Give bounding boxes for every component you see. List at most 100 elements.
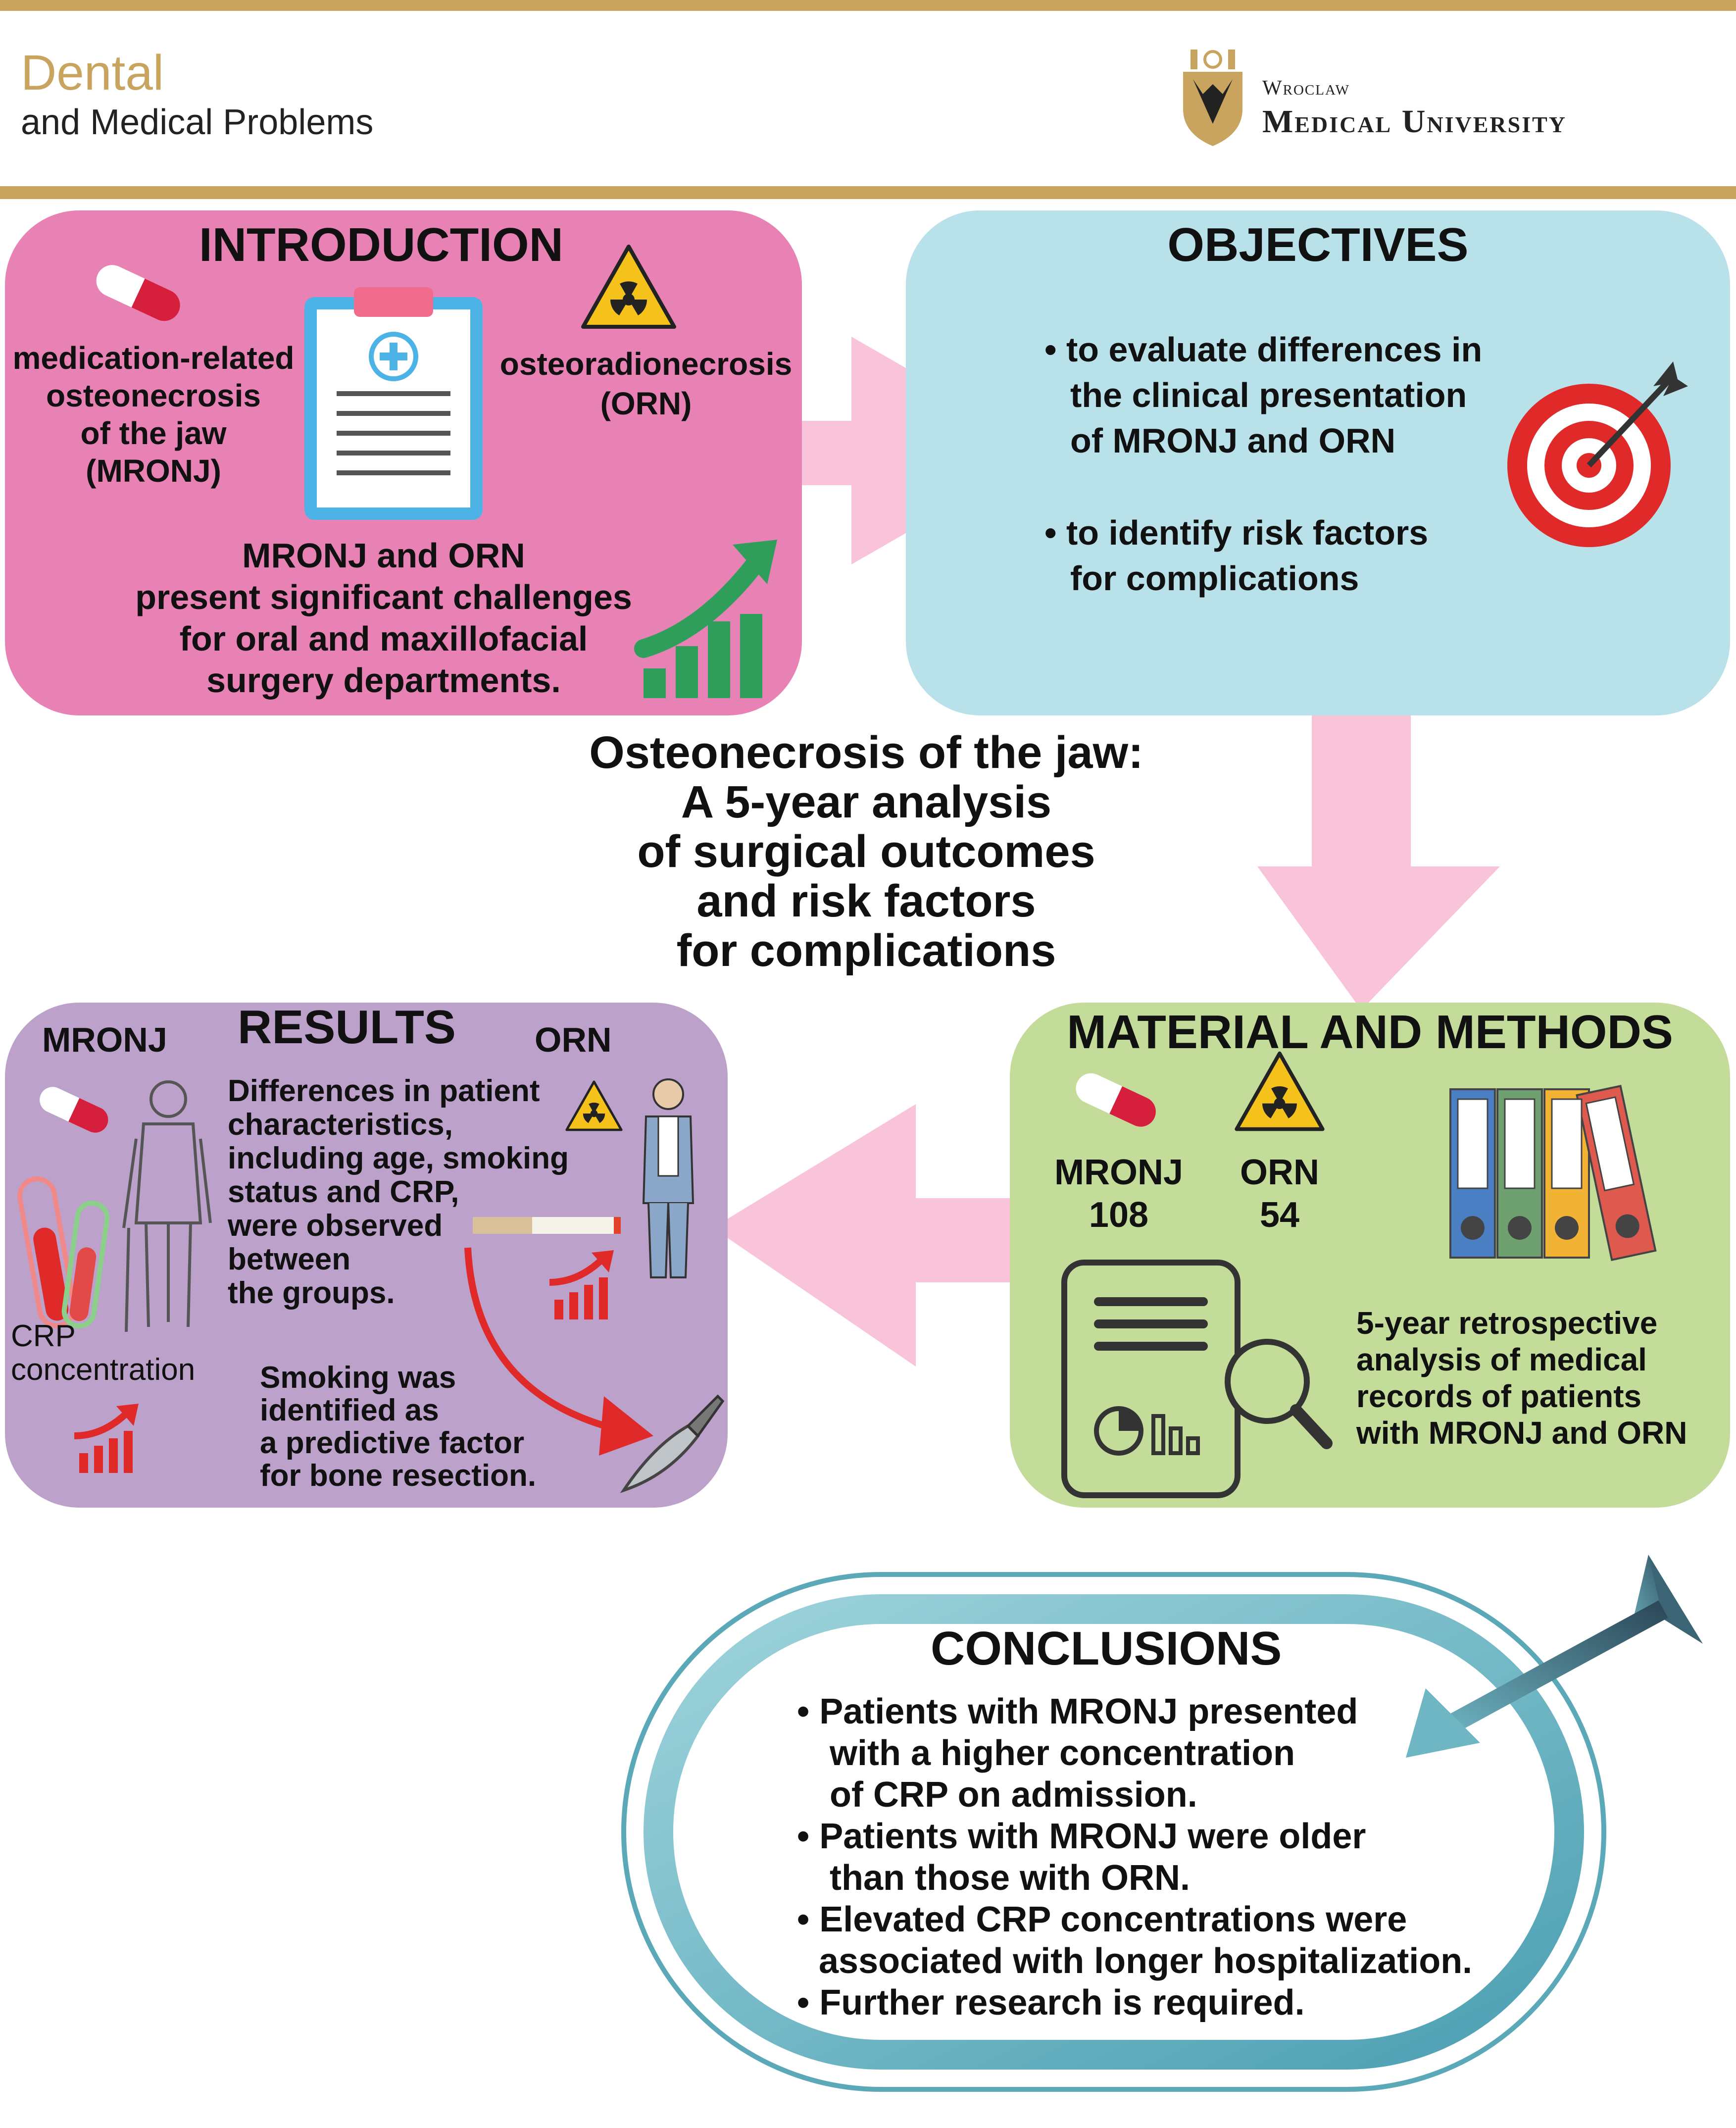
infographic-title: Osteonecrosis of the jaw: A 5-year analy… xyxy=(495,728,1238,975)
top-gold-rule xyxy=(0,0,1736,11)
methods-orn-count: 54 xyxy=(1259,1195,1300,1235)
smoking-line: Smoking was xyxy=(260,1361,456,1395)
objective-2: • to identify risk factors for complicat… xyxy=(1044,510,1428,601)
results-label-orn: ORN xyxy=(535,1020,612,1059)
differences-line: characteristics, xyxy=(228,1108,453,1142)
growth-chart-icon xyxy=(634,540,777,698)
red-curved-arrow-icon xyxy=(464,1247,653,1456)
mronj-definition-line: of the jaw xyxy=(80,415,227,451)
conclusions-list: • Patients with MRONJ presented with a h… xyxy=(797,1691,1472,2024)
radiation-warning-icon xyxy=(581,245,676,329)
objective-1-line: • to evaluate differences in xyxy=(1044,330,1483,369)
test-tubes-icon xyxy=(17,1176,110,1329)
differences-line: between xyxy=(228,1242,351,1276)
differences-line: Differences in patient xyxy=(228,1074,540,1108)
challenge-line: for oral and maxillofacial xyxy=(179,619,588,658)
conclusion-line: with a higher concentration xyxy=(830,1733,1295,1773)
title-line: of surgical outcomes xyxy=(637,826,1095,877)
objective-1: • to evaluate differences in the clinica… xyxy=(1044,327,1482,463)
objectives-heading: OBJECTIVES xyxy=(1167,218,1469,271)
arrow-to-objectives xyxy=(708,337,1049,564)
university-name: Wroclaw Medical University xyxy=(1262,74,1567,142)
arrow-to-results xyxy=(713,1104,1069,1367)
smoking-line: identified as xyxy=(260,1393,439,1427)
results-label-mronj: MRONJ xyxy=(42,1020,167,1059)
conclusion-line: • Further research is required. xyxy=(797,1983,1305,2023)
pill-capsule-icon xyxy=(40,1087,108,1133)
challenge-line: MRONJ and ORN xyxy=(242,536,525,575)
conclusion-ring xyxy=(621,1555,1703,2092)
analysis-line: 5-year retrospective xyxy=(1356,1305,1658,1341)
arrow-to-methods xyxy=(1257,663,1500,1010)
methods-orn-label: ORN xyxy=(1240,1153,1319,1192)
crp-label: CRP concentration xyxy=(11,1319,195,1387)
smoking-line: for bone resection. xyxy=(260,1459,537,1493)
mronj-definition-line: osteonecrosis xyxy=(46,378,261,413)
challenge-line: surgery departments. xyxy=(206,661,561,700)
radiation-warning-icon xyxy=(565,1080,623,1131)
methods-orn-group: ORN 54 xyxy=(1213,1151,1346,1236)
mronj-definition-line: (MRONJ) xyxy=(86,453,221,489)
elderly-patient-icon xyxy=(122,1080,212,1332)
title-line: Osteonecrosis of the jaw: xyxy=(589,727,1143,778)
title-line: for complications xyxy=(676,925,1056,976)
orn-definition: osteoradionecrosis (ORN) xyxy=(490,344,802,423)
conclusion-line: associated with longer hospitalization. xyxy=(819,1941,1473,1981)
crp-label-line: CRP xyxy=(11,1319,76,1353)
university-crest-icon xyxy=(1183,50,1242,146)
objective-2-line: for complications xyxy=(1070,559,1359,598)
differences-line: status and CRP, xyxy=(228,1175,459,1209)
differences-line: were observed xyxy=(228,1209,443,1243)
methods-heading: MATERIAL AND METHODS xyxy=(1067,1006,1673,1059)
results-heading: RESULTS xyxy=(238,1001,456,1054)
differences-text: Differences in patient characteristics, … xyxy=(228,1074,569,1310)
university-name-line2: Medical University xyxy=(1262,103,1567,140)
differences-line: the groups. xyxy=(228,1276,395,1310)
medical-records-search-icon xyxy=(1061,1260,1333,1498)
methods-mronj-count: 108 xyxy=(1089,1195,1149,1235)
smoking-text: Smoking was identified as a predictive f… xyxy=(260,1362,536,1492)
scalpel-icon xyxy=(620,1394,725,1493)
journal-name: Dental and Medical Problems xyxy=(21,46,373,145)
orn-definition-line: (ORN) xyxy=(600,386,692,421)
conclusion-line: • Elevated CRP concentrations were xyxy=(797,1900,1407,1939)
cigarette-icon xyxy=(473,1217,621,1234)
differences-line: including age, smoking xyxy=(228,1141,569,1175)
journal-name-line1: Dental xyxy=(21,45,164,101)
objective-2-line: • to identify risk factors xyxy=(1044,513,1429,552)
title-line: and risk factors xyxy=(696,876,1036,926)
analysis-line: analysis of medical xyxy=(1356,1342,1647,1377)
conclusions-heading: CONCLUSIONS xyxy=(931,1622,1282,1675)
orn-definition-line: osteoradionecrosis xyxy=(499,346,793,382)
conclusion-line: of CRP on admission. xyxy=(830,1775,1197,1815)
objective-1-line: the clinical presentation xyxy=(1070,376,1467,414)
rising-chart-icon xyxy=(549,1250,614,1319)
methods-mronj-group: MRONJ 108 xyxy=(1044,1151,1193,1236)
clipboard-icon xyxy=(304,287,483,520)
title-line: A 5-year analysis xyxy=(681,777,1052,827)
target-icon xyxy=(1507,361,1688,547)
mronj-definition-line: medication-related xyxy=(12,340,295,376)
binders-icon xyxy=(1449,1084,1657,1261)
university-name-line1: Wroclaw xyxy=(1262,77,1350,100)
header-gold-rule xyxy=(0,186,1736,199)
challenge-statement: MRONJ and ORN present significant challe… xyxy=(99,535,668,701)
rising-chart-icon xyxy=(74,1404,139,1473)
methods-mronj-label: MRONJ xyxy=(1054,1153,1183,1192)
challenge-line: present significant challenges xyxy=(135,578,632,616)
conclusion-line: • Patients with MRONJ were older xyxy=(797,1817,1366,1856)
analysis-line: records of patients xyxy=(1356,1378,1642,1414)
analysis-line: with MRONJ and ORN xyxy=(1356,1415,1687,1451)
smoking-line: a predictive factor xyxy=(260,1426,525,1460)
conclusion-line: • Patients with MRONJ presented xyxy=(797,1692,1358,1731)
patient-man-icon xyxy=(642,1078,694,1278)
introduction-heading: INTRODUCTION xyxy=(199,218,563,271)
conclusion-line: than those with ORN. xyxy=(830,1858,1190,1898)
crp-label-line: concentration xyxy=(11,1353,196,1387)
pill-capsule-icon xyxy=(96,265,180,321)
analysis-text: 5-year retrospective analysis of medical… xyxy=(1356,1305,1687,1451)
mronj-definition: medication-related osteonecrosis of the … xyxy=(5,339,302,490)
radiation-warning-icon xyxy=(1235,1051,1325,1131)
journal-name-line2: and Medical Problems xyxy=(21,102,374,142)
objective-1-line: of MRONJ and ORN xyxy=(1070,421,1396,460)
